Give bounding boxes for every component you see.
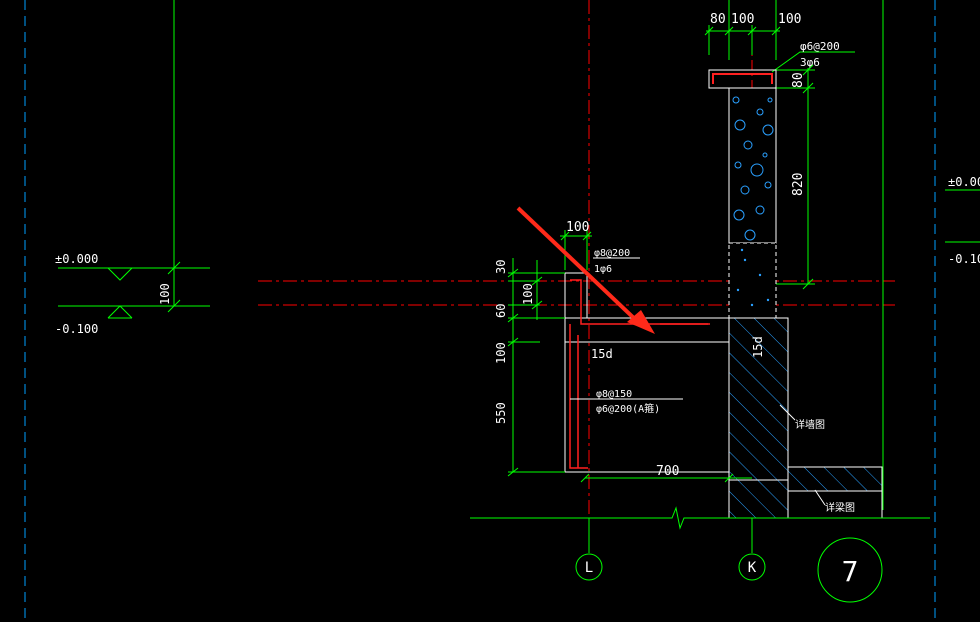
dim-left-100b: 100: [494, 342, 508, 364]
note-2-leader: [814, 489, 826, 506]
note-1-leader: [779, 404, 796, 421]
right-level-marks: [945, 189, 980, 243]
slab-rebar-label-1: φ8@200: [594, 248, 630, 259]
axis-l-bubble: [575, 553, 603, 581]
annotation-arrow: [516, 206, 655, 334]
dim-left-550: 550: [494, 402, 508, 424]
dim-slab-width: 100: [566, 220, 589, 235]
axis-k-label: K: [748, 560, 757, 576]
dim-top-100b: 100: [778, 12, 801, 27]
slab-rebar: [569, 279, 710, 469]
detail-number-bubble: [817, 537, 883, 603]
top-dimension-line: [704, 25, 781, 55]
ground-line: [470, 506, 930, 530]
dim-left-60: 60: [494, 304, 508, 318]
cap-rebar-leader: [771, 51, 855, 73]
note-wall: 详墙图: [795, 418, 825, 431]
level-right-lower: -0.10: [948, 252, 980, 266]
slab-rebar-label-2: 1φ6: [594, 264, 612, 275]
anchor-15d-a: 15d: [591, 347, 613, 361]
level-left-upper: ±0.000: [55, 252, 98, 266]
left-level-marks: [58, 261, 210, 319]
cap-rebar-label-1: φ6@200: [800, 40, 840, 53]
dim-level-gap: 100: [158, 283, 172, 305]
dim-top-100a: 100: [731, 12, 754, 27]
level-right-upper: ±0.00: [948, 175, 980, 189]
slab-outline: [564, 272, 729, 473]
anchor-15d-b: 15d: [751, 336, 765, 358]
bottom-dimension: [580, 473, 752, 483]
parapet-dimension-line: [760, 64, 815, 290]
parapet-cap: [708, 69, 777, 89]
left-dimension-chain: [507, 258, 565, 477]
cap-rebar-label-2: 3φ6: [800, 56, 820, 69]
dim-left-100: 100: [521, 283, 535, 305]
parapet-wall: [728, 87, 777, 319]
level-left-lower: -0.100: [55, 322, 98, 336]
dim-top-80: 80: [710, 12, 726, 27]
note-beam: 详梁图: [825, 501, 855, 514]
wall-rebar-label-2: φ6@200(A箍): [596, 402, 660, 415]
concrete-wall-k: [728, 317, 883, 519]
detail-number: 7: [842, 555, 859, 588]
dim-parapet-height: 820: [791, 173, 806, 196]
wall-rebar-label-1: φ8@150: [596, 389, 632, 400]
dim-left-30: 30: [494, 260, 508, 274]
dim-bottom-700: 700: [656, 464, 679, 479]
axis-k-bubble: [738, 553, 766, 581]
dim-cap-height: 80: [791, 72, 806, 88]
axis-l-label: L: [585, 560, 593, 576]
